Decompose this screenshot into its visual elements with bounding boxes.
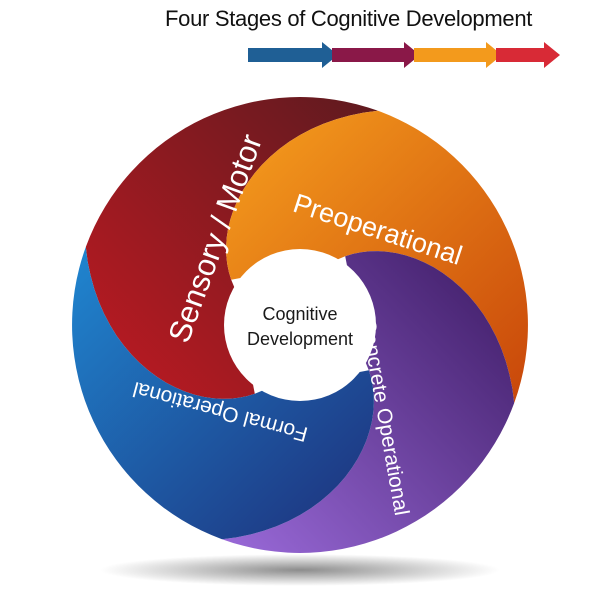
arrow-4 xyxy=(496,42,560,68)
wheel-segments xyxy=(72,97,528,553)
center-label-line1: Cognitive xyxy=(262,304,337,324)
segment-sensory-motor xyxy=(85,97,379,399)
progress-arrows xyxy=(248,42,560,68)
arrow-3 xyxy=(414,42,502,68)
segment-concrete-operational xyxy=(222,251,515,553)
center-label-line2: Development xyxy=(247,329,353,349)
center-hub xyxy=(224,249,376,401)
wheel-shadow xyxy=(100,554,500,586)
arrow-2 xyxy=(332,42,420,68)
arrow-1 xyxy=(248,42,338,68)
segment-preoperational xyxy=(226,110,528,404)
diagram-title: Four Stages of Cognitive Development xyxy=(165,6,533,31)
segment-formal-operational xyxy=(72,247,374,540)
